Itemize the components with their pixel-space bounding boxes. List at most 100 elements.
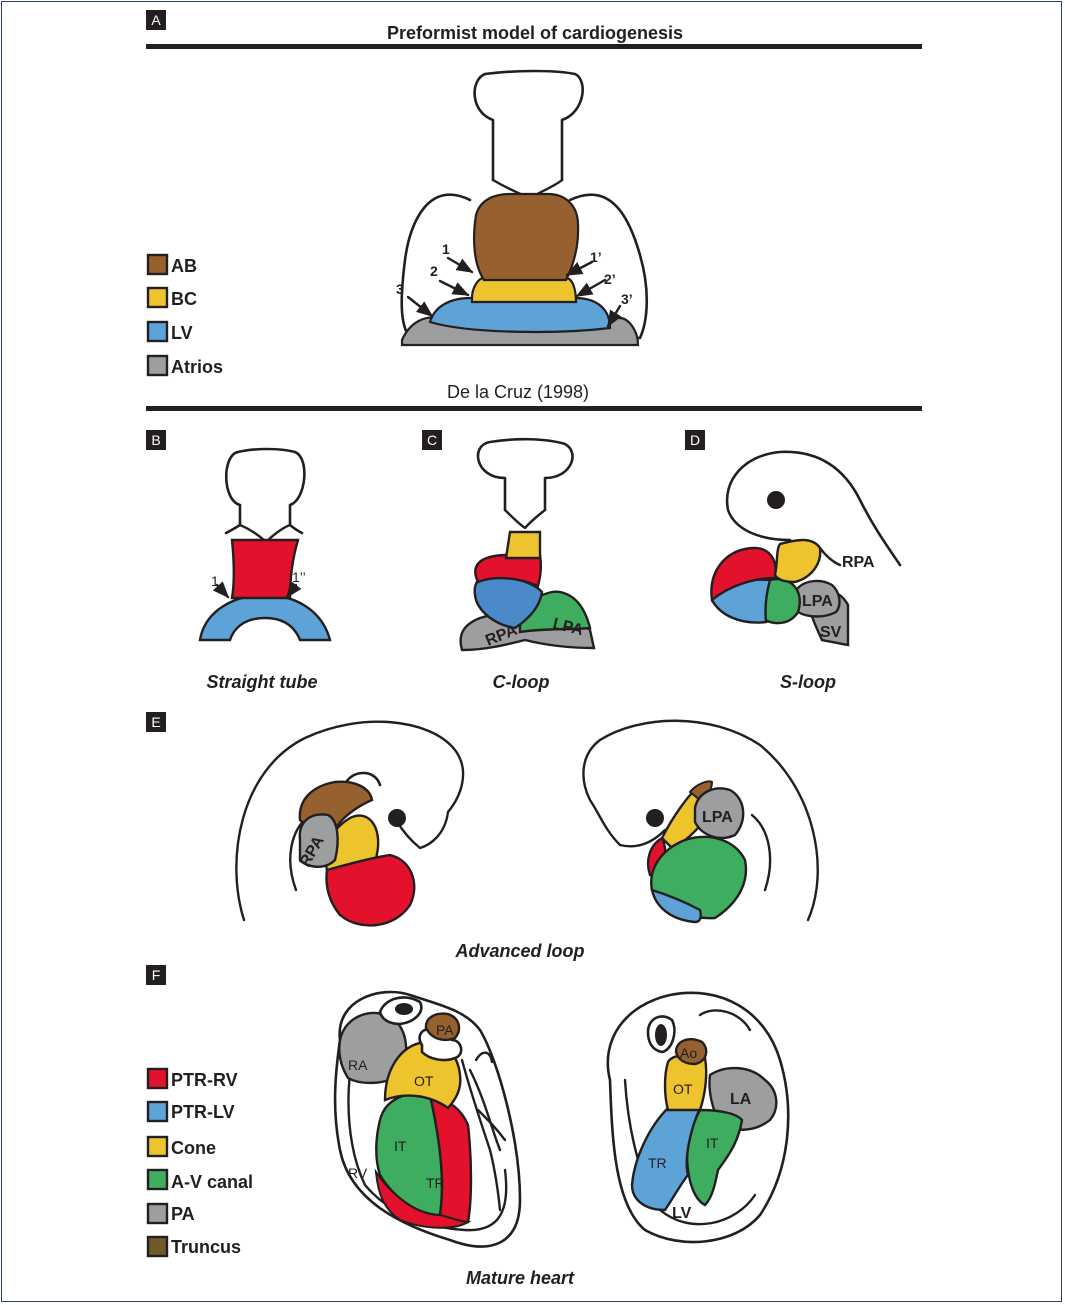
inner-curve-right — [750, 813, 772, 892]
caption-straight-tube: Straight tube — [207, 672, 318, 692]
marker-2p: 2’ — [604, 271, 616, 287]
c-loop-diagram: RPA LPA — [459, 437, 596, 652]
vessel-stub — [474, 1051, 494, 1064]
legend-f-swatch-3 — [146, 1168, 169, 1191]
s-loop-diagram: RPA LPA SV — [710, 450, 902, 647]
legend-f-label-1: PTR-LV — [171, 1102, 235, 1122]
advanced-loop-left: RPA — [235, 720, 465, 927]
legend-f-swatch-4 — [146, 1202, 169, 1225]
legend-f-label-3: A-V canal — [171, 1172, 253, 1192]
tr-region-right — [630, 1106, 702, 1212]
caption-s-loop: S-loop — [780, 672, 836, 692]
neck-line — [503, 508, 547, 530]
arrow-1p — [565, 260, 594, 277]
ao-region — [674, 1038, 708, 1066]
panel-b-badge — [146, 430, 166, 450]
eye-left — [388, 809, 406, 827]
vessel-branch-1 — [460, 1058, 502, 1212]
eye-d — [767, 491, 785, 509]
panel-f-badge — [146, 965, 166, 985]
vessel-branch-3 — [476, 1108, 507, 1142]
label-sv-d: SV — [820, 624, 842, 641]
lpa-region-d — [793, 579, 841, 618]
label-lv-f: LV — [672, 1205, 692, 1222]
panel-d-badge — [685, 430, 705, 450]
label-ra: RA — [348, 1057, 368, 1073]
mature-heart-right: Ao OT LA IT TR LV — [606, 991, 790, 1244]
label-ao: Ao — [680, 1045, 697, 1061]
eye-right — [646, 809, 664, 827]
ptr-rv-region-el — [325, 853, 416, 927]
arrow-3p — [606, 304, 622, 328]
lv-arch — [198, 593, 332, 642]
vessel-branch-2 — [468, 1068, 502, 1152]
panel-c-badge — [422, 430, 442, 450]
panel-b-letter: B — [151, 432, 160, 448]
legend-f-label-4: PA — [171, 1204, 195, 1224]
pa-region-left — [424, 1012, 461, 1042]
arrow-2p — [575, 278, 607, 298]
head-outline — [725, 450, 902, 567]
panel-a-letter: A — [151, 12, 161, 28]
legend-f-label-2: Cone — [171, 1138, 216, 1158]
mature-heart-left: PA RA OT IT RV TR — [333, 990, 522, 1248]
ptr-rv-region — [474, 553, 543, 588]
inner-curve-right-f — [698, 1009, 752, 1032]
marker-b1pp: 1’’ — [292, 569, 306, 585]
marker-3: 3 — [396, 281, 404, 297]
marker-1p: 1’ — [590, 249, 602, 265]
caption-c-loop: C-loop — [493, 672, 550, 692]
legend-a: AB BC LV Atrios — [146, 253, 223, 377]
label-ot-right: OT — [673, 1081, 693, 1097]
cone-region-d — [773, 538, 822, 584]
panel-f-letter: F — [152, 967, 161, 983]
straight-tube-diagram: 1 1’’ — [198, 447, 332, 642]
caption-mature-heart: Mature heart — [466, 1268, 575, 1288]
marker-b1: 1 — [211, 573, 219, 589]
label-ot-left: OT — [414, 1073, 434, 1089]
ab-region — [472, 192, 580, 282]
legend-a-swatch-2 — [146, 320, 169, 343]
ptr-lv-region-er — [650, 888, 702, 924]
embryo-outline-left — [235, 720, 465, 922]
citation: De la Cruz (1998) — [447, 382, 589, 402]
arrow-1 — [446, 256, 474, 274]
preformist-embryo: 1 2 3 1’ 2’ 3’ — [396, 69, 649, 347]
legend-f-swatch-1 — [146, 1100, 169, 1123]
label-rv: RV — [348, 1165, 368, 1181]
legend-a-swatch-3 — [146, 354, 169, 377]
legend-a-swatch-1 — [146, 286, 169, 309]
marker-3p: 3’ — [621, 291, 633, 307]
marker-1: 1 — [442, 241, 450, 257]
label-it-left: IT — [394, 1138, 407, 1154]
tr-region-bottom — [374, 1168, 472, 1229]
arrow-b1 — [212, 581, 230, 599]
label-it-right: IT — [706, 1135, 719, 1151]
caption-advanced-loop: Advanced loop — [454, 941, 584, 961]
label-lpa-d: LPA — [802, 593, 833, 610]
panel-e-letter: E — [151, 714, 160, 730]
legend-f-swatch-5 — [146, 1235, 169, 1258]
rpa-region-el — [298, 813, 339, 868]
label-lpa-e: LPA — [702, 809, 733, 826]
label-rpa-d: RPA — [842, 554, 875, 571]
head-outline — [224, 447, 306, 535]
label-tr-right: TR — [648, 1155, 667, 1171]
panel-a-title: Preformist model of cardiogenesis — [387, 23, 683, 43]
vessel-lumen-right — [655, 1024, 667, 1046]
head-outline — [473, 69, 584, 182]
legend-a-label-0: AB — [171, 256, 197, 276]
arrow-2 — [438, 279, 470, 297]
bc-region — [470, 276, 578, 304]
rpa-leader — [818, 546, 842, 567]
legend-f-label-5: Truncus — [171, 1237, 241, 1257]
legend-a-label-3: Atrios — [171, 357, 223, 377]
label-la: LA — [730, 1091, 752, 1108]
panel-d-letter: D — [690, 432, 700, 448]
label-pa-f: PA — [436, 1022, 454, 1038]
mid-rule — [146, 406, 922, 411]
embryo-outline-right — [582, 719, 819, 922]
cone-region — [504, 530, 542, 560]
